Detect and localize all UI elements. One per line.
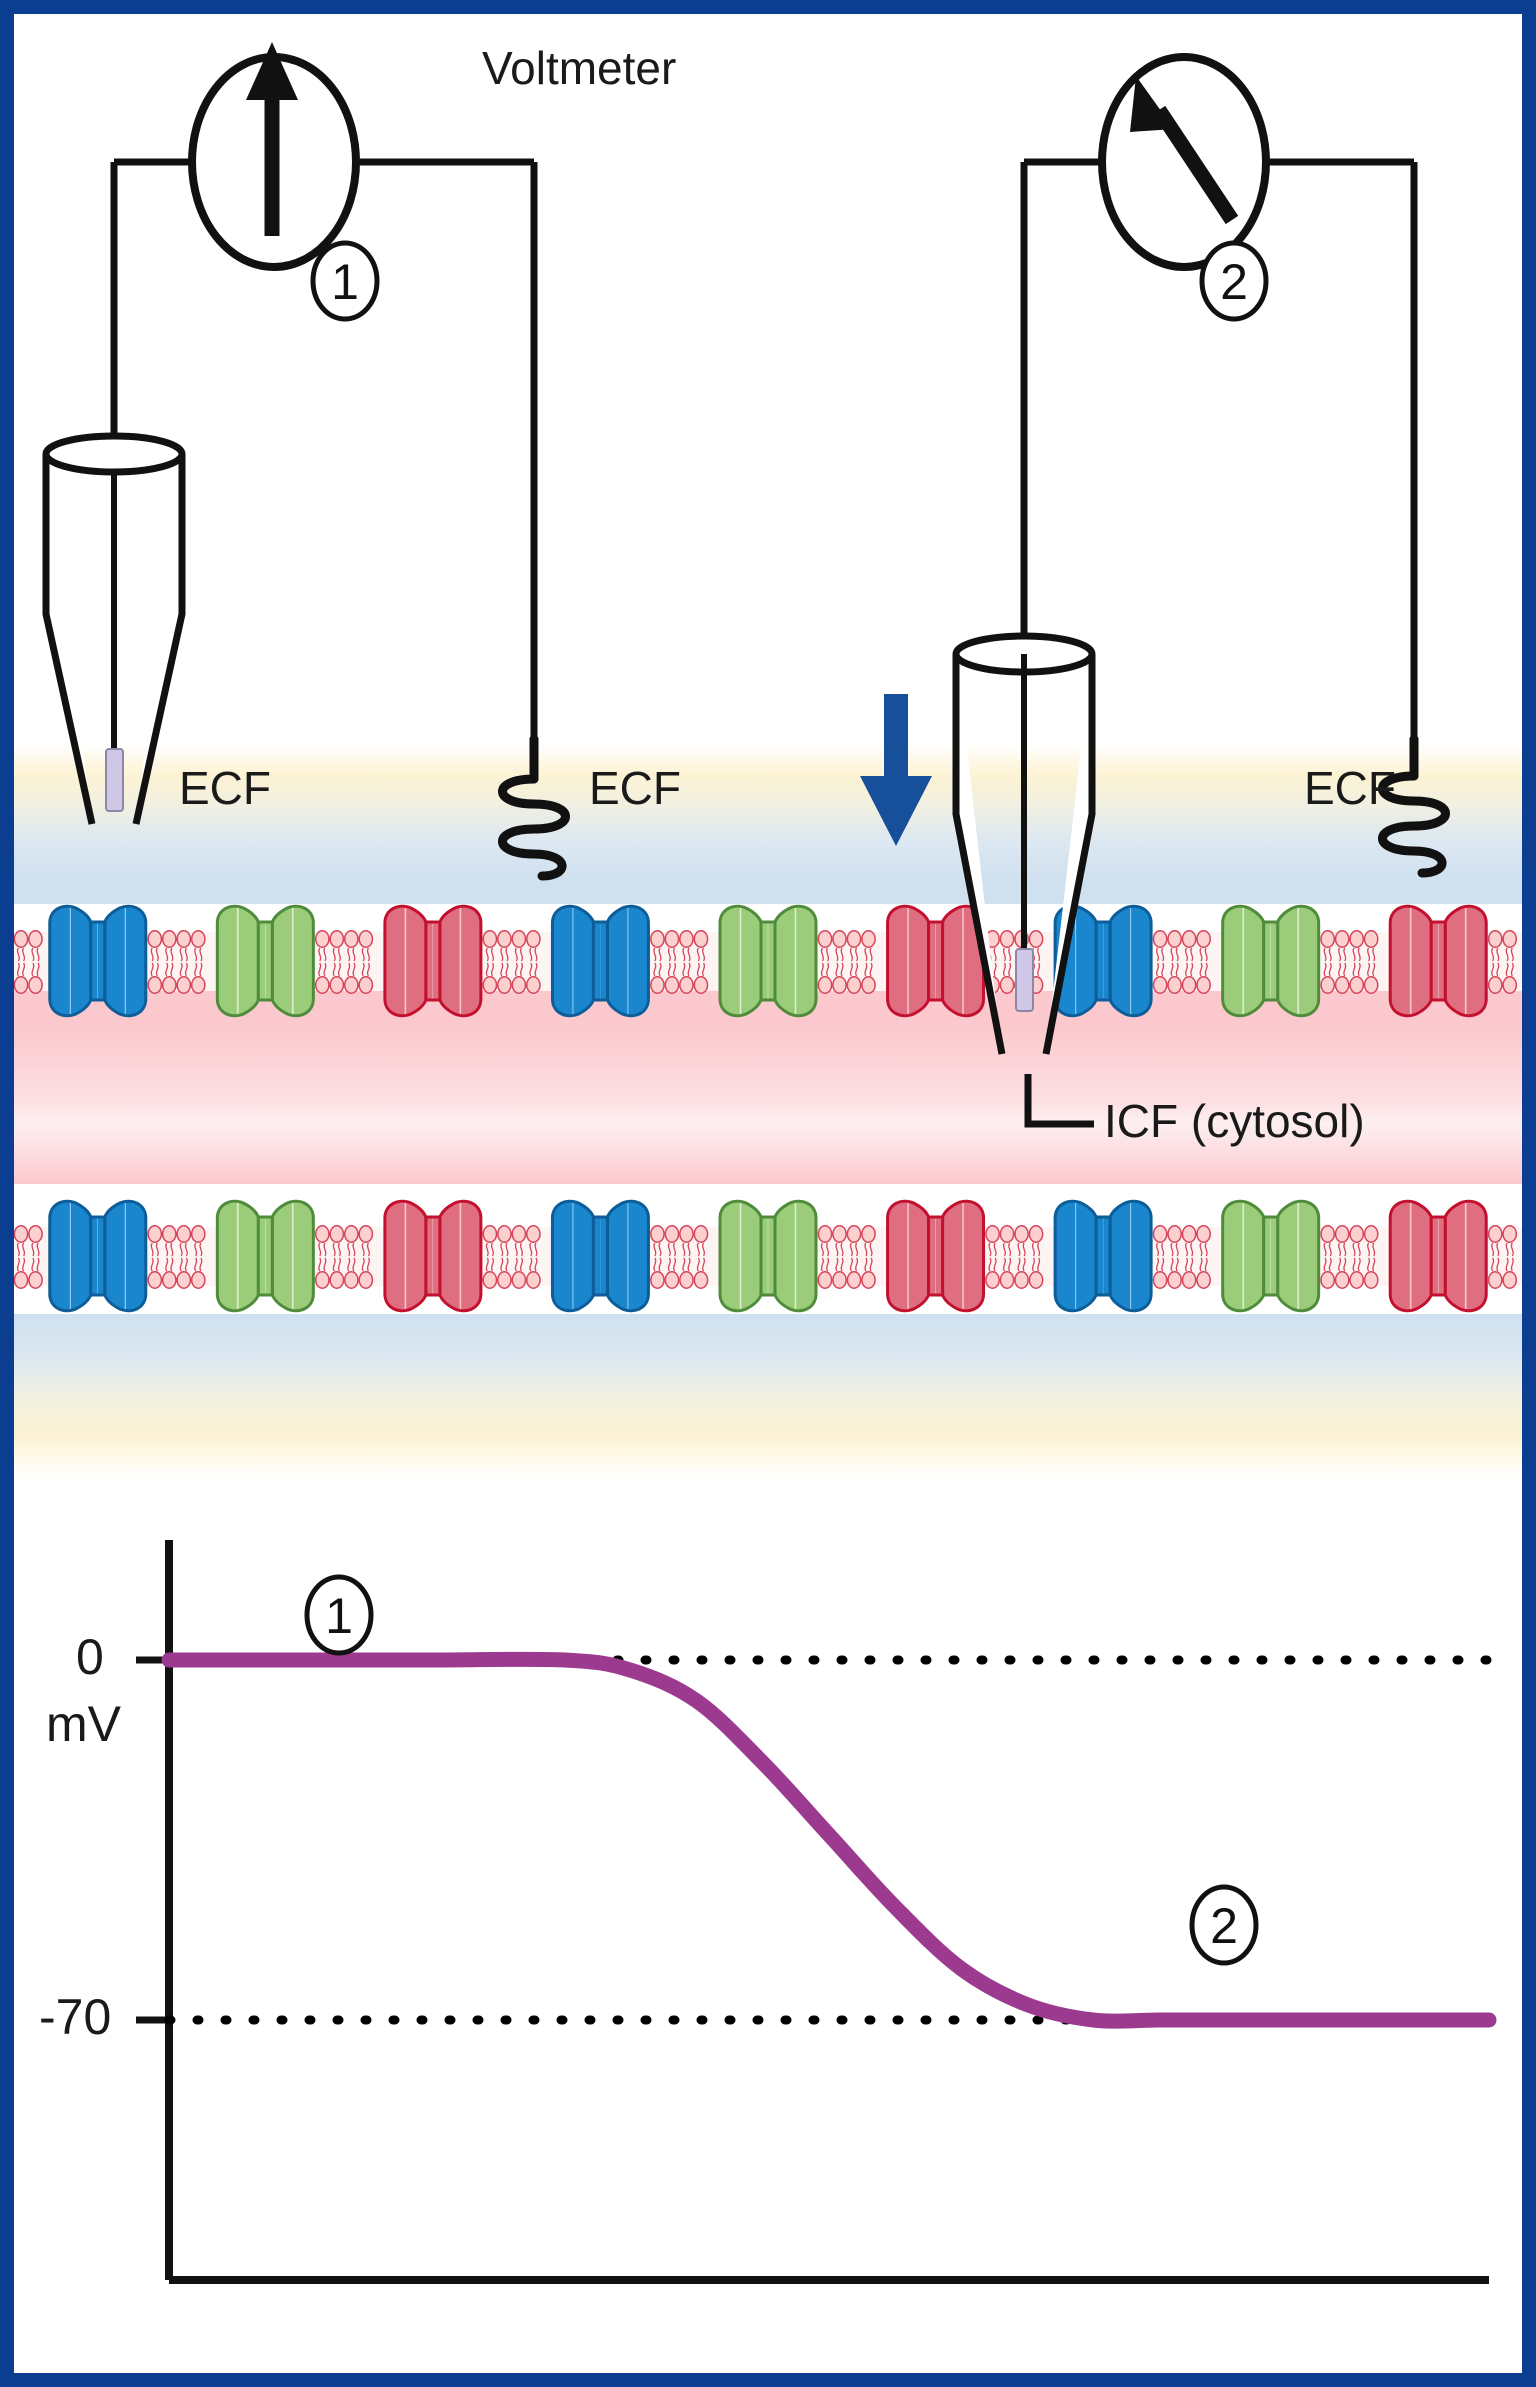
insertion-arrow-icon <box>860 694 932 846</box>
yaxis-title: mV <box>46 1696 121 1752</box>
lipid-segment <box>985 1225 1044 1289</box>
ecf-label-left: ECF <box>179 762 271 814</box>
chart-step-marker-1-text: 1 <box>325 1588 353 1644</box>
lipid-segment <box>147 1225 206 1289</box>
lipid-segment <box>817 1225 876 1289</box>
membrane-protein <box>886 1199 986 1313</box>
voltmeter-left[interactable] <box>188 42 360 271</box>
icf-label: ICF (cytosol) <box>1104 1095 1365 1147</box>
voltmeter-label: Voltmeter <box>482 42 677 94</box>
membrane-protein <box>1221 1199 1321 1313</box>
needle-up-icon <box>246 42 298 236</box>
lipid-segment <box>1152 1225 1211 1289</box>
membrane-protein <box>1221 904 1321 1018</box>
lipid-segment <box>1320 930 1379 994</box>
voltmeter-right[interactable] <box>1098 53 1270 271</box>
membrane-top <box>14 904 1522 1018</box>
membrane-bottom <box>14 1199 1522 1313</box>
electrode-filament <box>105 748 124 812</box>
figure-canvas: Voltmeter ECF ECF ECF ICF (cytosol) 1 2 <box>14 14 1522 2373</box>
lipid-segment <box>1320 1225 1379 1289</box>
illustration-panel: Voltmeter ECF ECF ECF ICF (cytosol) 1 2 <box>14 14 1522 1480</box>
circuit-right <box>1020 158 1418 739</box>
membrane-protein <box>48 904 148 1018</box>
reference-electrode-left[interactable] <box>498 734 570 881</box>
lipid-segment <box>147 930 206 994</box>
microelectrode-left[interactable] <box>42 432 186 825</box>
lipid-segment <box>482 930 541 994</box>
lipid-segment <box>1487 930 1518 994</box>
lipid-segment <box>14 1225 43 1289</box>
lipid-segment <box>14 930 43 994</box>
step-marker-2-illustration: 2 <box>1199 240 1269 322</box>
lipid-segment <box>817 930 876 994</box>
membrane-protein <box>718 1199 818 1313</box>
membrane-protein <box>215 904 315 1018</box>
microelectrode-right[interactable] <box>952 632 1096 1055</box>
icf-gradient <box>14 1024 1522 1184</box>
potential-vs-time-chart: 0 mV -70 Time 1 2 <box>14 1480 1522 2373</box>
step-marker-1-text: 1 <box>331 254 359 310</box>
lipid-segment <box>314 1225 374 1289</box>
membrane-protein <box>1388 904 1488 1018</box>
ecf-gradient-upper <box>14 744 1522 884</box>
lipid-segment <box>1487 1225 1518 1289</box>
membrane-protein <box>383 1199 483 1313</box>
chart-ticks <box>136 1656 169 2024</box>
lipid-segment <box>314 930 374 994</box>
lipid-segment <box>1152 930 1211 994</box>
lipid-segment <box>650 1225 709 1289</box>
step-marker-1-illustration: 1 <box>310 240 380 322</box>
chart-step-marker-1: 1 <box>304 1574 374 1656</box>
icf-leader-line <box>1024 1074 1094 1128</box>
step-marker-2-text: 2 <box>1220 254 1248 310</box>
apparatus-layer <box>42 42 1450 1128</box>
electrode-filament <box>1015 948 1034 1012</box>
membrane-protein <box>550 1199 650 1313</box>
membrane-protein <box>215 1199 315 1313</box>
ecf-label-left-reference: ECF <box>589 762 681 814</box>
membrane-protein <box>718 904 818 1018</box>
circuit-left <box>110 158 538 739</box>
chart-step-marker-2-text: 2 <box>1210 1898 1238 1954</box>
reference-electrode-right[interactable] <box>1378 734 1450 878</box>
ecf-solid-upper <box>14 884 1522 904</box>
ecf-gradient-lower <box>14 1314 1522 1480</box>
membrane-protein <box>550 904 650 1018</box>
membrane-protein <box>1388 1199 1488 1313</box>
membrane-protein <box>48 1199 148 1313</box>
ytick-label-0: 0 <box>76 1629 104 1685</box>
needle-tilted-icon <box>1130 76 1239 225</box>
membrane-protein <box>1053 1199 1153 1313</box>
membrane-potential-trace <box>161 1651 1497 2029</box>
lipid-segment <box>650 930 709 994</box>
chart-step-marker-2: 2 <box>1189 1884 1259 1966</box>
membrane-protein <box>383 904 483 1018</box>
lipid-segment <box>482 1225 541 1289</box>
membrane-protein <box>886 904 986 1018</box>
ecf-label-right: ECF <box>1304 762 1396 814</box>
ytick-label-70: -70 <box>39 1989 112 2045</box>
